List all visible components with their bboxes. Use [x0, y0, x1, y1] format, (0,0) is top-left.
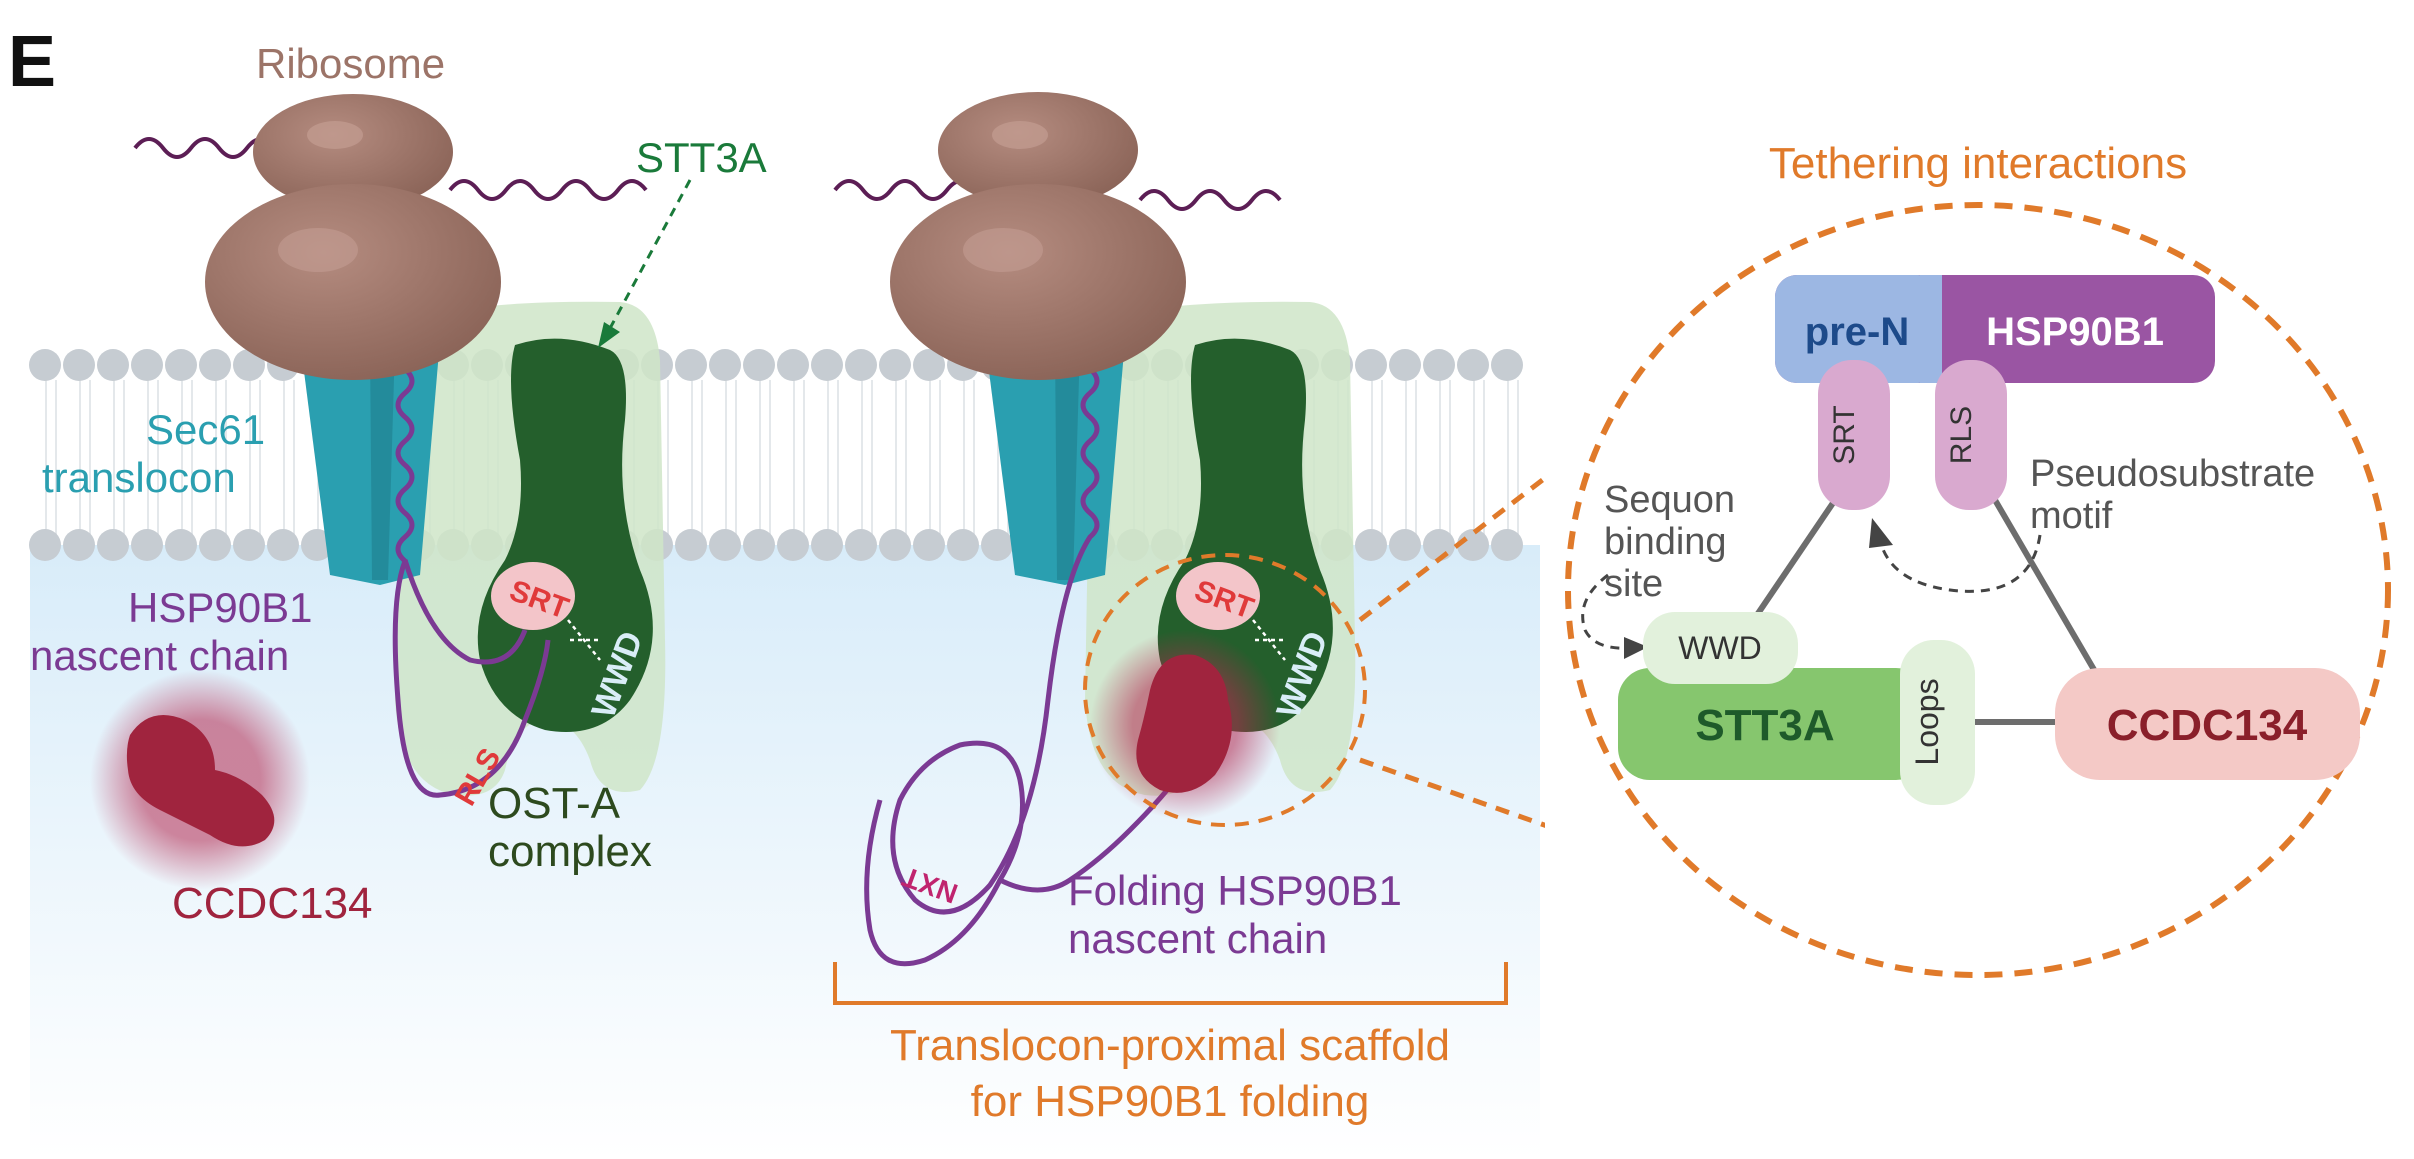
stt3a-top-label: STT3A: [636, 134, 767, 181]
hsp90b1-nascent-chain-left: [392, 343, 551, 798]
lipid-head: [811, 349, 843, 381]
panel-letter: E: [8, 22, 56, 102]
lipid-head: [879, 349, 911, 381]
lipid-head: [845, 529, 877, 561]
lipid-head: [1423, 529, 1455, 561]
lipid-head: [97, 529, 129, 561]
lipid-head: [1355, 529, 1387, 561]
hsp90b1-box-label: HSP90B1: [1986, 310, 2164, 354]
sec61-translocon-left: [300, 340, 440, 585]
lipid-head: [1423, 349, 1455, 381]
lipid-head: [777, 349, 809, 381]
sec61-label-line2: translocon: [42, 454, 236, 501]
loops-pill-label: Loops: [1909, 678, 1945, 765]
lipid-head: [1491, 529, 1523, 561]
stt3a-box-label: STT3A: [1695, 701, 1834, 750]
lipid-head: [675, 529, 707, 561]
lipid-head: [811, 529, 843, 561]
pre-n-label: pre-N: [1805, 310, 1909, 354]
stt3a-pointer-arrow: [606, 179, 692, 333]
ribosome-middle: [890, 92, 1186, 380]
lipid-head: [131, 349, 163, 381]
pseudosubstrate-arrow: [1878, 534, 2042, 593]
folding-label-line1: Folding HSP90B1: [1068, 867, 1402, 914]
lipid-head: [1491, 349, 1523, 381]
rls-pill: [1935, 360, 2007, 510]
ccdc134-box: [2055, 668, 2360, 780]
lipid-head: [199, 349, 231, 381]
zoom-connector-upper: [1358, 453, 1577, 622]
lipid-head: [947, 529, 979, 561]
zoom-circle-small: [1083, 553, 1367, 827]
lipid-head: [63, 529, 95, 561]
srt-wwd-link-middle: [1252, 619, 1286, 661]
sequon-arrow: [1581, 573, 1631, 650]
wwd-box-label: WWD: [1678, 630, 1762, 666]
ribosome-label: Ribosome: [256, 40, 445, 87]
srt-motif-middle: [1176, 562, 1260, 630]
lipid-head: [675, 349, 707, 381]
pseudosubstrate-label-line2: motif: [2030, 495, 2113, 537]
ccdc134-protein-free: [90, 670, 310, 890]
lipid-head: [267, 529, 299, 561]
sequon-label-line3: site: [1604, 563, 1663, 605]
ost-a-label-line2: complex: [488, 827, 652, 876]
srt-wwd-link-left: [567, 619, 601, 661]
lipid-head: [709, 349, 741, 381]
lipid-head: [1355, 349, 1387, 381]
sec61-label-line1: Sec61: [146, 406, 265, 453]
lipid-head: [29, 349, 61, 381]
pre-n-domain-box: [1775, 275, 1940, 383]
lipid-head: [97, 349, 129, 381]
scaffold-label-line1: Translocon-proximal scaffold: [890, 1021, 1450, 1070]
ccdc134-free-label: CCDC134: [172, 879, 373, 928]
stt3a-box: [1618, 668, 1928, 780]
ost-a-label-line1: OST-A: [488, 779, 621, 828]
folding-label-line2: nascent chain: [1068, 915, 1327, 962]
lipid-head: [743, 529, 775, 561]
rls-pill-label: RLS: [1945, 406, 1978, 464]
lipid-head: [981, 529, 1013, 561]
srt-motif-left: [491, 562, 575, 630]
sequon-label-line1: Sequon: [1604, 479, 1735, 521]
scaffold-label-line2: for HSP90B1 folding: [971, 1077, 1370, 1126]
lipid-head: [913, 349, 945, 381]
lipid-head: [165, 349, 197, 381]
mrna-strand-left: [133, 137, 648, 201]
ccdc134-box-label: CCDC134: [2107, 701, 2308, 750]
ccdc134-protein-bound: [1090, 630, 1280, 820]
lipid-head: [845, 349, 877, 381]
lipid-head: [1457, 349, 1489, 381]
lipid-head: [777, 529, 809, 561]
sec61-translocon-middle: [985, 340, 1125, 585]
lipid-head: [199, 529, 231, 561]
lipid-head: [233, 529, 265, 561]
loops-pill: [1900, 640, 1975, 805]
lipid-head: [709, 529, 741, 561]
srt-pill-label: SRT: [1828, 405, 1861, 464]
hsp90b1-label-line1: HSP90B1: [128, 584, 312, 631]
hsp90b1-label-line2: nascent chain: [30, 632, 289, 679]
lipid-head: [165, 529, 197, 561]
ribosome-left: [205, 94, 501, 380]
lipid-head: [233, 349, 265, 381]
lipid-head: [131, 529, 163, 561]
lipid-head: [1389, 529, 1421, 561]
wwd-box: [1643, 612, 1798, 684]
scaffold-bracket: [833, 962, 1508, 1005]
lipid-head: [29, 529, 61, 561]
pseudosubstrate-label-line1: Pseudosubstrate: [2030, 453, 2315, 495]
zoom-circle-large: [1565, 202, 2391, 978]
lipid-head: [879, 529, 911, 561]
lipid-head: [301, 529, 333, 561]
lipid-head: [743, 349, 775, 381]
lipid-head: [1389, 349, 1421, 381]
inset-title: Tethering interactions: [1769, 139, 2187, 188]
lipid-head: [913, 529, 945, 561]
sequon-label-line2: binding: [1604, 521, 1727, 563]
srt-pill: [1818, 360, 1890, 510]
lipid-head: [63, 349, 95, 381]
